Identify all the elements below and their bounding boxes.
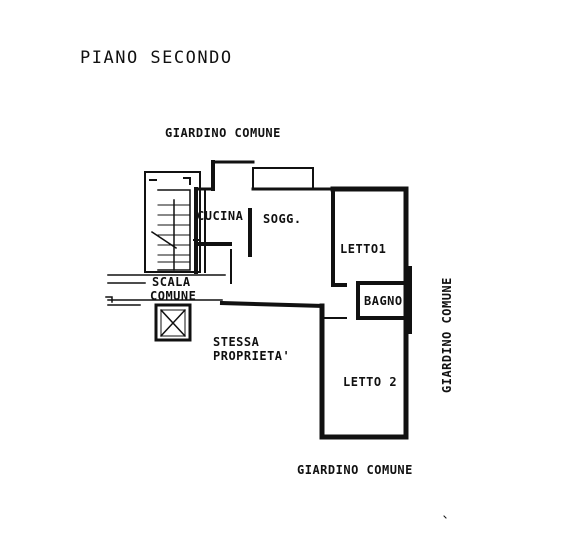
elevator-cross xyxy=(159,308,187,338)
area-label-proprieta: PROPRIETA' xyxy=(213,349,291,363)
garden-label-top: GIARDINO COMUNE xyxy=(165,126,281,140)
stair-treads xyxy=(157,204,191,263)
stair-outline xyxy=(144,171,201,273)
room-label-letto1: LETTO1 xyxy=(340,242,387,256)
wall-balcony xyxy=(252,167,314,190)
room-label-comune: COMUNE xyxy=(150,289,197,303)
garden-label-bottom: GIARDINO COMUNE xyxy=(297,463,413,477)
room-label-scala: SCALA xyxy=(152,275,191,289)
plan-title: PIANO SECONDO xyxy=(80,48,233,68)
corner-mark xyxy=(443,515,447,519)
stray-mark xyxy=(105,296,113,303)
room-label-cucina: CUCINA xyxy=(197,209,244,223)
room-label-soggiorno: SOGG. xyxy=(263,212,302,226)
area-label-stessa: STESSA xyxy=(213,335,260,349)
wall-corridor-north xyxy=(219,300,325,309)
room-label-bagno: BAGNO xyxy=(364,294,403,308)
room-label-letto2: LETTO 2 xyxy=(343,375,398,389)
garden-label-right: GIARDINO COMUNE xyxy=(440,277,454,393)
door-mark-top xyxy=(183,177,191,185)
elevator-shaft xyxy=(154,303,192,342)
stair-diagonal xyxy=(150,230,178,250)
elevator-inner xyxy=(160,309,186,337)
